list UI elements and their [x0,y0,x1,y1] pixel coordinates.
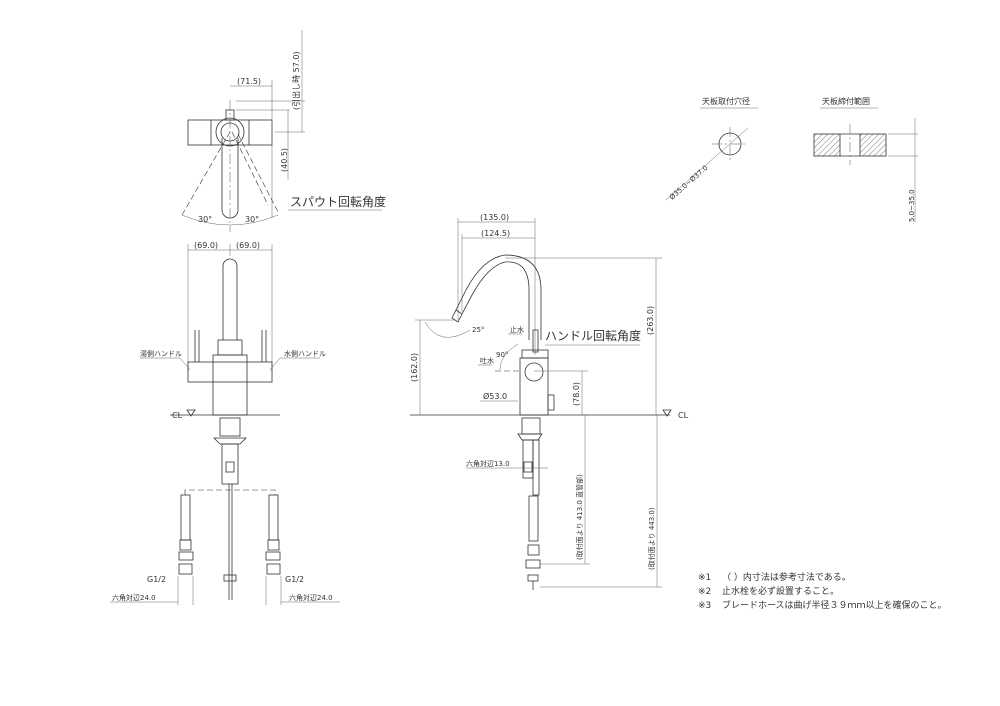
note-mark: ※1 [698,573,711,583]
body-front [212,354,248,416]
dim-413: (取付面より 413.0 直管部) [575,474,584,560]
mount-hole-detail: 天板取付穴径 Ø35.0~Ø37.0 [665,96,758,202]
spout-side [461,261,530,340]
body-side [519,357,549,416]
angle-left-label: 30° [198,215,212,224]
spout-rotation-label: スパウト回転角度 [290,194,386,209]
dim-443: (取付面より 443.0) [647,507,656,570]
mount-range-value: 5.0~35.0 [908,189,916,222]
discharge-label: 吐水 [480,356,494,365]
handles-front [187,361,273,383]
dim-135: (135.0) [480,213,509,222]
dim-57-0: (引出し時 57.0) [291,51,301,110]
hot-handle-label: 湯側ハンドル [140,349,182,358]
angle-25-label: 25° [472,326,484,334]
thread-left-label: G1/2 [147,575,166,584]
angle-right-label: 30° [245,215,259,224]
angle-90-label: 90° [496,351,508,359]
cl-label-front: CL [172,411,183,420]
mount-range-title: 天板締付範囲 [822,96,870,106]
dim-124-5: (124.5) [481,229,510,238]
handle-rotation-label: ハンドル回転角度 [545,328,641,343]
dim-69-right: (69.0) [236,241,260,250]
stop-water-label: 止水 [510,325,524,334]
hex-24-right: 六角対辺24.0 [289,593,333,602]
cold-handle-label: 水側ハンドル [284,349,326,358]
side-view: (135.0) (124.5) 25° (263.0) (162.0) 止水 9… [410,213,689,590]
dim-78: (78.0) [572,382,581,406]
dim-40-5: (40.5) [280,148,289,172]
dia-53-label: Ø53.0 [483,391,507,401]
mount-hole-dia: Ø35.0~Ø37.0 [668,164,710,202]
hex-24-left: 六角対辺24.0 [112,593,156,602]
front-view: (69.0) (69.0) 湯側ハンドル 水側ハンドル CL G1/2 G1/2… [110,241,340,605]
note-mark: ※3 [698,601,711,611]
note-text: 止水栓を必ず設置すること。 [722,585,839,597]
hex-13-label: 六角対辺13.0 [466,459,510,468]
cl-label-side: CL [678,411,689,420]
mount-range-detail: 天板締付範囲 5.0~35.0 [813,96,918,222]
dim-162: (162.0) [410,353,419,382]
note-text: ブレードホースは曲げ半径３９ｍｍ以上を確保のこと。 [722,599,947,611]
dim-71-5: (71.5) [237,77,261,86]
thread-right-label: G1/2 [285,575,304,584]
top-view: 30° 30° (71.5) (引出し時 57.0) (40.5) スパウト回転… [181,30,386,232]
mount-hole-title: 天板取付穴径 [702,96,750,106]
note-text: （ ）内寸法は参考寸法である。 [722,571,851,583]
note-mark: ※2 [698,587,711,597]
dim-263: (263.0) [646,306,655,335]
notes: ※1 （ ）内寸法は参考寸法である。 ※2 止水栓を必ず設置すること。 ※3 ブ… [698,571,947,611]
dim-69-left: (69.0) [194,241,218,250]
